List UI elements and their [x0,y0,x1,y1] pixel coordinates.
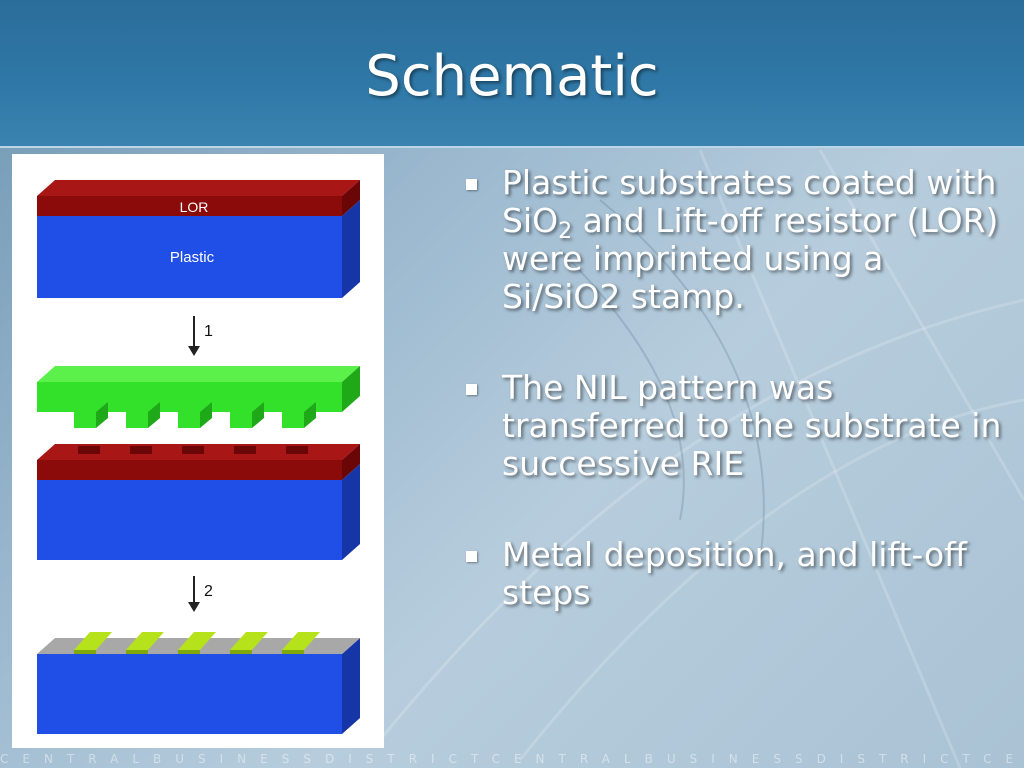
bullet-item: Plastic substrates coated with SiO2 and … [462,164,1002,316]
plastic-block-front [37,216,342,298]
lor-front [37,196,342,216]
bullet-text-tail: and Lift-off resistor (LOR) were imprint… [502,201,999,316]
title-bar: Schematic [0,0,1024,148]
bullet-text: The NIL pattern was transferred to the s… [502,368,1002,483]
step-1-arrow: 1 [188,316,213,356]
step-1-label: 1 [204,323,213,340]
stage-2-substrate [37,444,360,560]
lor-top [37,180,360,196]
bullet-square-icon [466,384,477,395]
bullet-subscript: 2 [558,219,573,244]
lor-label: LOR [180,199,209,215]
plastic-label: Plastic [170,249,215,266]
slide-title: Schematic [365,44,659,109]
bullet-list: Plastic substrates coated with SiO2 and … [462,164,1002,612]
lor-side [342,180,360,216]
stamp [37,366,360,428]
stage-3-substrate [37,632,360,734]
schematic-diagram: LOR Plastic 1 [37,180,360,734]
step-2-label: 2 [204,583,213,600]
stage-1-substrate: LOR Plastic [37,180,360,298]
bullet-item: The NIL pattern was transferred to the s… [462,369,1002,483]
plastic-side [342,200,360,298]
schematic-figure: LOR Plastic 1 [12,154,384,748]
step-2-arrow: 2 [188,576,213,612]
bullet-square-icon [466,551,477,562]
bullet-text: Metal deposition, and lift-off steps [502,535,967,612]
footer-watermark: CENTRALBUSINESSDISTRICTCENTRALBUSINESSDI… [0,752,1024,766]
bullet-square-icon [466,179,477,190]
bullet-item: Metal deposition, and lift-off steps [462,536,1002,612]
bullet-text: Plastic substrates coated with SiO [502,163,997,240]
